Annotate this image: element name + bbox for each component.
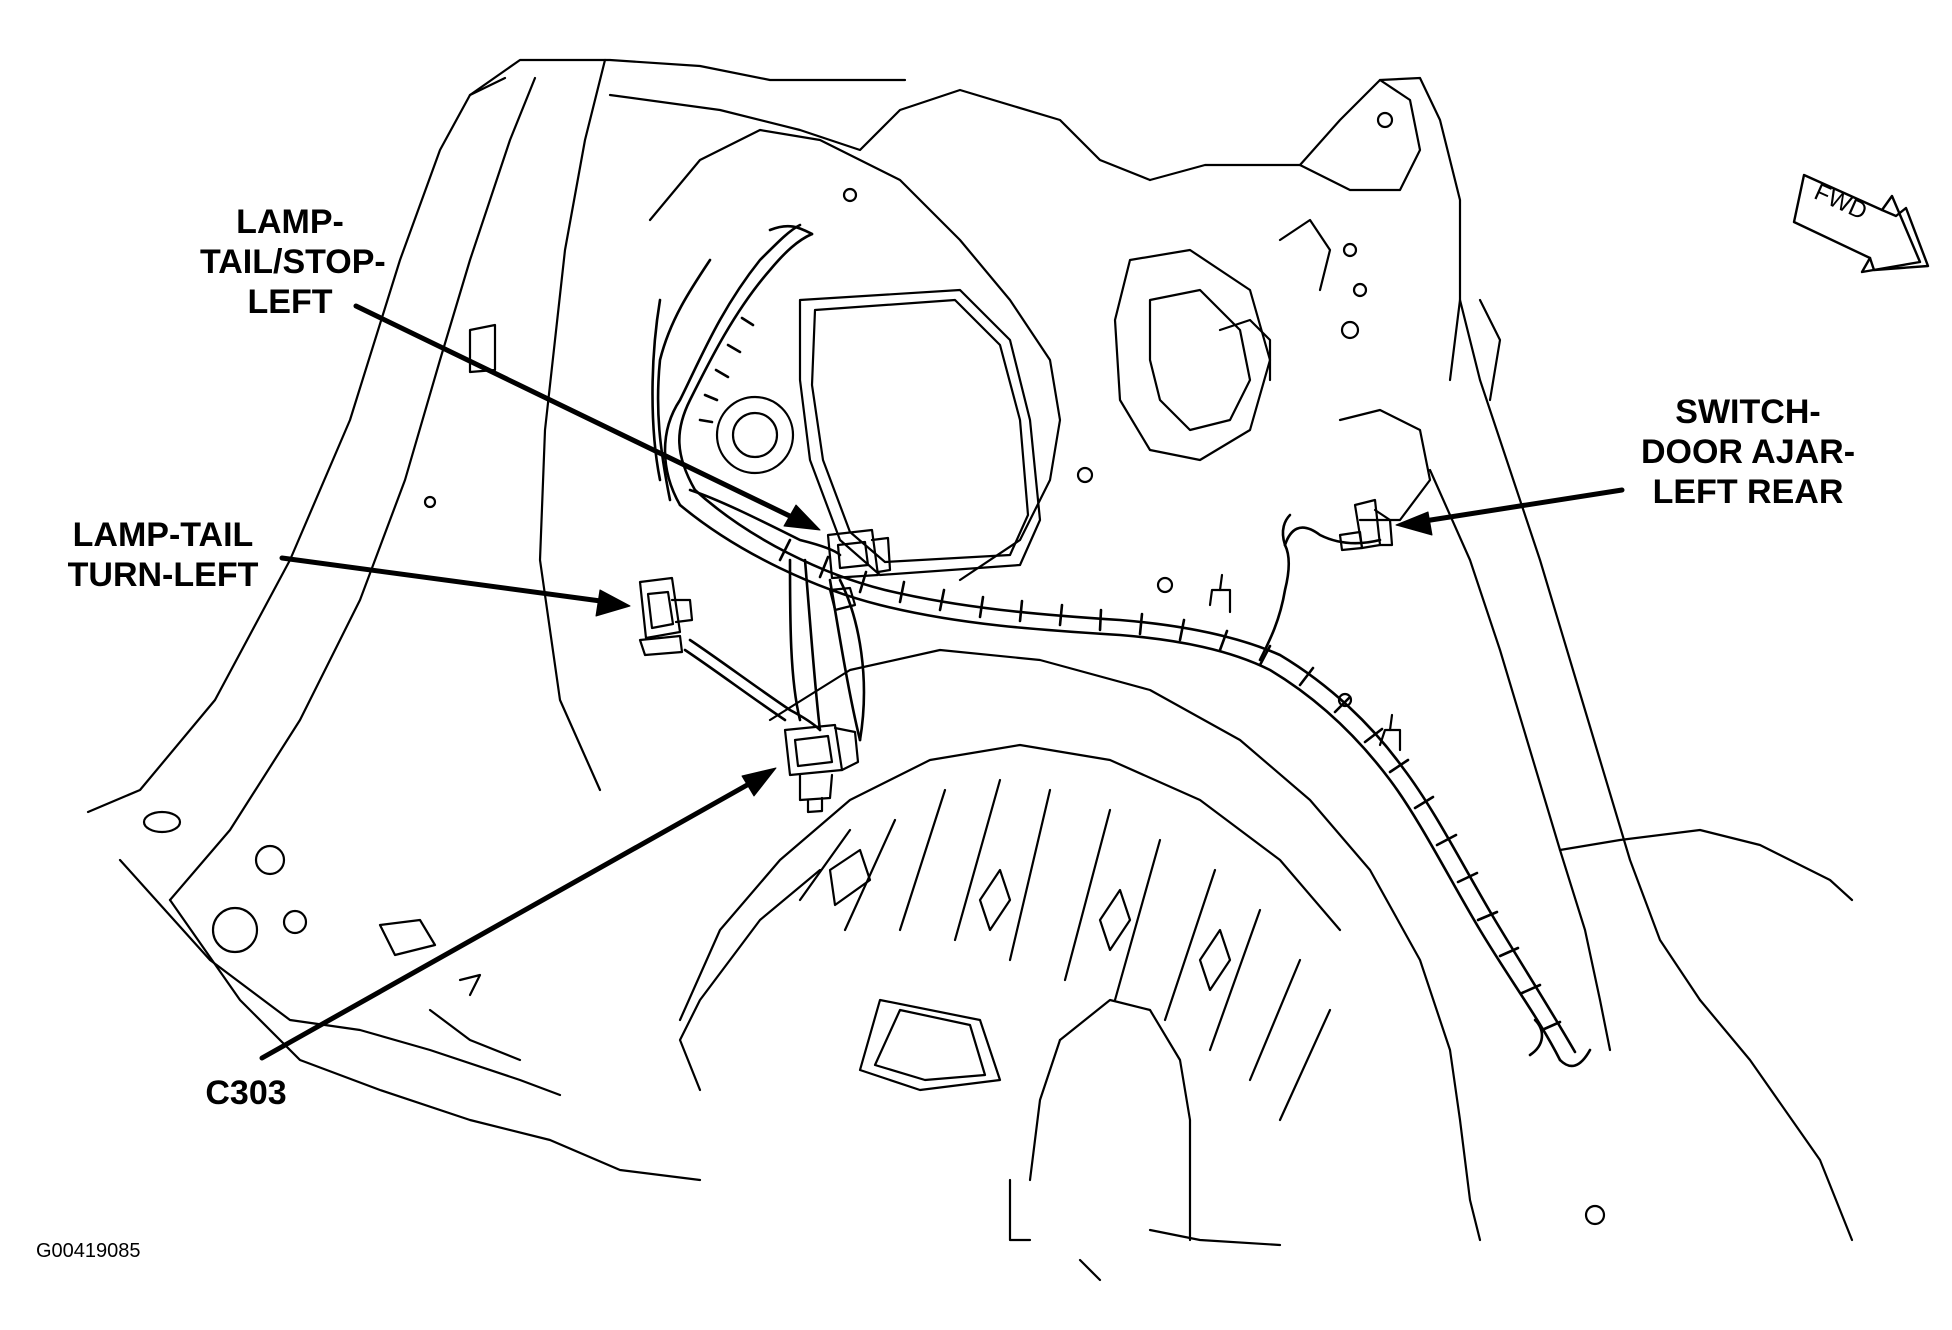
door-ajar-switch	[1338, 498, 1394, 552]
pillar-holes	[142, 323, 795, 997]
tail-stop-connector	[826, 528, 892, 580]
callout-line: TAIL/STOP-	[200, 243, 386, 281]
callout-line: SWITCH-	[1675, 393, 1821, 431]
callout-line: TURN-LEFT	[67, 556, 259, 594]
inner-panel	[423, 111, 1606, 1226]
figure-id: G00419085	[36, 1240, 141, 1262]
wheelhouse-ribs	[798, 778, 1332, 1122]
quarter-panel-outline	[86, 58, 1854, 1282]
callout-line: LAMP-	[236, 203, 344, 241]
callout-lamp-tail-turn-left: LAMP-TAIL TURN-LEFT	[48, 515, 278, 595]
leader-arrows	[259, 303, 1625, 1061]
c303-connector	[783, 723, 860, 814]
callout-c303: C303	[205, 1074, 287, 1112]
harness-clips	[828, 573, 1402, 752]
callout-switch-door-ajar-left-rear: SWITCH- DOOR AJAR- LEFT REAR	[1628, 392, 1868, 512]
callout-lamp-tail-stop-left: LAMP- TAIL/STOP- LEFT	[200, 202, 386, 322]
callout-line: LEFT REAR	[1652, 473, 1844, 511]
callout-line: DOOR AJAR-	[1640, 433, 1856, 471]
tail-turn-connector	[638, 576, 694, 657]
callout-line: LAMP-TAIL	[72, 516, 254, 554]
callout-line: LEFT	[247, 283, 333, 321]
wheelhouse	[678, 648, 1482, 1242]
fwd-arrow-icon	[1792, 173, 1930, 274]
wiring-harness	[651, 223, 1592, 1068]
